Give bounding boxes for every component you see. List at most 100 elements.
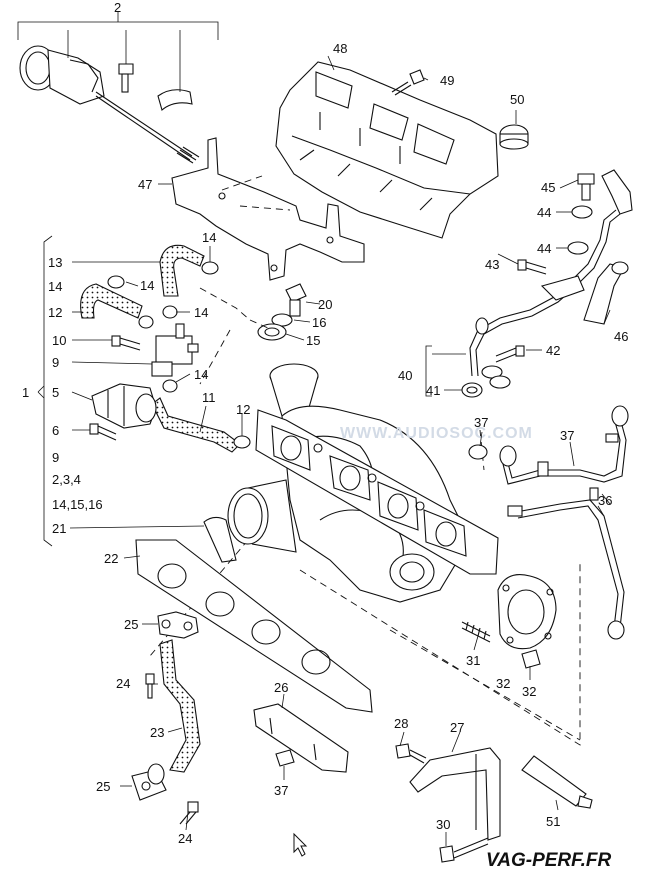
- callout-6: 6: [52, 423, 59, 438]
- callout-37-a: 37: [474, 415, 488, 430]
- hose-clamps: [107, 246, 251, 449]
- nut-37-lower: [275, 749, 295, 780]
- callout-8: 10: [52, 333, 66, 348]
- callout-15: 16: [312, 315, 326, 330]
- callout-12-list: 14: [48, 279, 62, 294]
- washer-41: [461, 382, 483, 398]
- heat-shield-lower: [171, 137, 365, 281]
- bolt-28: [395, 743, 427, 764]
- callout-20: 22: [104, 551, 118, 566]
- callout-51: 51: [546, 814, 560, 829]
- oil-banjo-bolt: [257, 283, 321, 341]
- callout-36: 37: [560, 428, 574, 443]
- callout-23: 25: [124, 617, 138, 632]
- group-list-9: 9: [52, 450, 59, 465]
- callout-45: 45: [541, 180, 555, 195]
- callout-16: 20: [318, 297, 332, 312]
- actuator-clamp: [157, 30, 193, 111]
- bolt-45: [577, 173, 595, 201]
- callout-1: 1: [22, 385, 29, 400]
- callout-50: 50: [510, 92, 524, 107]
- watermark-text: WWW.AUDIOSOC.COM: [340, 425, 533, 442]
- site-logo: VAG-PERF.FR: [486, 850, 612, 871]
- diverter-valve: [71, 383, 157, 429]
- exhaust-manifold-flange: [255, 409, 499, 575]
- callout-44-b: 44: [537, 241, 551, 256]
- group-list-14-15-16: 14,15,16: [52, 497, 103, 512]
- group-list-2-3-4: 2,3,4: [52, 472, 81, 487]
- callout-48: 48: [333, 41, 347, 56]
- callout-12-e: 12: [236, 402, 250, 417]
- bracket-27: [409, 731, 501, 841]
- callout-32: 32: [522, 684, 536, 699]
- callout-27: 27: [450, 720, 464, 735]
- bolt-29: [439, 832, 489, 863]
- callout-47: 47: [138, 177, 152, 192]
- group-bracket-40: [425, 345, 466, 397]
- coolant-pipe-35: [507, 487, 625, 640]
- callout-26: 26: [274, 680, 288, 695]
- washer-37: [468, 431, 488, 460]
- callout-49: 49: [440, 73, 454, 88]
- hose-9: [151, 397, 241, 453]
- callout-41: 41: [426, 383, 440, 398]
- bolt-6: [72, 423, 117, 441]
- group-bracket-2: [17, 12, 219, 40]
- callout-28: 28: [394, 716, 408, 731]
- coolant-pipe-36: [499, 405, 629, 485]
- washers-44: [567, 205, 593, 255]
- callout-12-b: 14: [140, 278, 154, 293]
- bolt-22: [145, 673, 155, 699]
- callout-12-d: 14: [194, 367, 208, 382]
- callout-25: 25: [96, 779, 110, 794]
- bolt-24: [179, 801, 199, 825]
- heat-shield-upper: [275, 61, 499, 239]
- oil-return-pipe: [131, 611, 201, 801]
- callout-5: 5: [52, 385, 59, 400]
- callout-9-b: 11: [202, 390, 216, 405]
- hose-11: [72, 244, 205, 297]
- callout-21: 23: [150, 725, 164, 740]
- callout-42: 42: [546, 343, 560, 358]
- callout-35: 36: [598, 493, 612, 508]
- callout-43: 43: [485, 257, 499, 272]
- mouse-cursor-icon: [293, 832, 308, 857]
- callout-11: 13: [48, 255, 62, 270]
- solenoid-valve: [71, 323, 199, 377]
- actuator-bolt: [118, 30, 134, 93]
- oil-feed-pipe: [469, 169, 633, 389]
- callout-2: 2: [114, 0, 121, 15]
- bolt-43: [517, 259, 547, 275]
- callout-40: 40: [398, 368, 412, 383]
- stud-30: [461, 621, 491, 651]
- sealant-tube-51: [521, 755, 593, 811]
- leader-lines: [69, 55, 611, 831]
- nut-32: [521, 649, 541, 680]
- callout-10: 12: [48, 305, 62, 320]
- callout-37-b: 37: [274, 783, 288, 798]
- shield-bolt: [391, 69, 425, 96]
- callout-7: 9: [52, 355, 59, 370]
- callout-12-c: 14: [194, 305, 208, 320]
- callout-46: 46: [614, 329, 628, 344]
- callout-29: 30: [436, 817, 450, 832]
- hose-10: [72, 283, 143, 319]
- callout-44-a: 44: [537, 205, 551, 220]
- callout-24: 24: [178, 831, 192, 846]
- callout-12-a: 14: [202, 230, 216, 245]
- assembly-dashes: [149, 287, 581, 746]
- group-bracket-1: [37, 235, 53, 547]
- callout-labels: 2 48 49 50 47 45 44 44 43 46 42 40 41 14…: [22, 0, 628, 846]
- callout-31: 32: [496, 676, 510, 691]
- manifold-gasket: [123, 539, 373, 713]
- callout-14: 15: [306, 333, 320, 348]
- bolt-8: [72, 335, 141, 351]
- wastegate-actuator: [19, 30, 200, 164]
- callout-22: 24: [116, 676, 130, 691]
- callout-30: 31: [466, 653, 480, 668]
- downpipe-gasket: [497, 574, 557, 650]
- bolt-42: [495, 345, 525, 363]
- callout-13: 21: [52, 521, 66, 536]
